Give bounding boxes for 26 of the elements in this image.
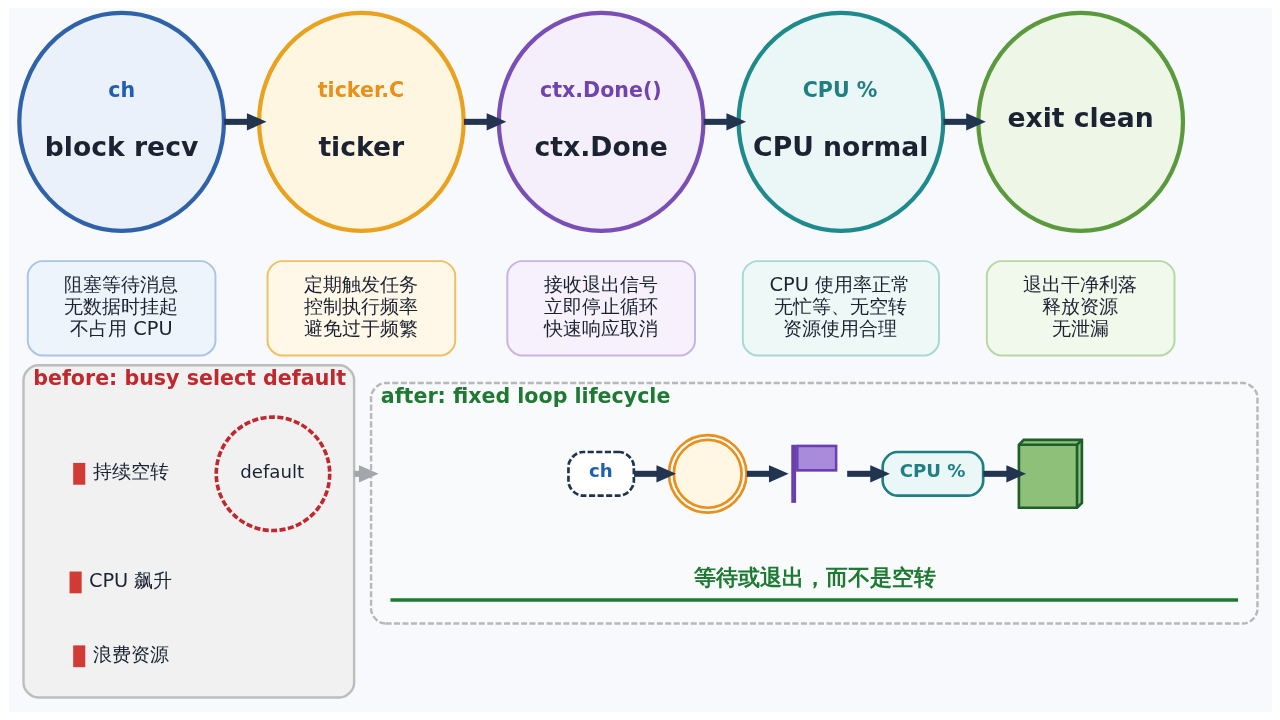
node-box: CPU %: [880, 450, 985, 497]
node-circle: CPU % CPU normal: [735, 10, 945, 233]
node-circle: ch block recv: [16, 10, 226, 233]
node-box: 定期触发任务 控制执行频率 避免过于频繁: [266, 260, 456, 357]
arrow: [846, 465, 890, 483]
label: 持续空转: [92, 460, 169, 484]
arrow: [746, 465, 789, 483]
node-box: 接收退出信号 立即停止循环 快速响应取消: [505, 260, 696, 357]
node-box: 退出干净利落 释放资源 无泄漏: [985, 260, 1175, 357]
arrow: [942, 113, 986, 131]
node-picture: [667, 433, 748, 514]
node-circle: ctx.Done() ctx.Done: [496, 10, 706, 233]
arrow: [703, 113, 746, 131]
node-circle: exit clean: [975, 10, 1185, 233]
arrow: [633, 465, 676, 483]
arrow: [982, 465, 1026, 483]
node-circle: ticker.C ticker: [256, 10, 466, 233]
node-circle: default: [213, 415, 331, 533]
label: 浪费资源: [92, 642, 169, 666]
node-box: 阻塞等待消息 无数据时挂起 不占用 CPU: [26, 260, 216, 357]
label: CPU 飙升: [88, 569, 172, 593]
label: 等待或退出，而不是空转: [693, 565, 936, 591]
node-box: CPU 使用率正常 无忙等、无空转 资源使用合理: [741, 260, 940, 357]
arrow: [223, 113, 267, 131]
node-box: ch: [566, 450, 635, 497]
arrow: [463, 113, 506, 131]
